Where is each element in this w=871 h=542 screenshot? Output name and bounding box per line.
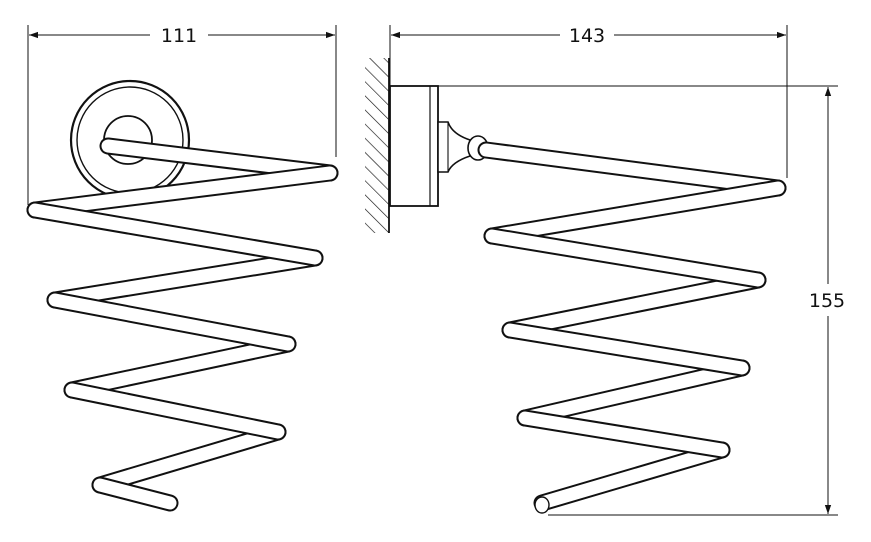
side-height-label: 155 xyxy=(809,290,845,312)
front-width-dimension: 111 xyxy=(27,25,337,205)
flange-body xyxy=(389,85,439,207)
wall-hatching xyxy=(365,58,389,233)
side-depth-dimension: 143 xyxy=(389,25,788,178)
front-coil-front-segments xyxy=(26,201,324,512)
front-arm-fill xyxy=(101,139,337,180)
mounting-flange xyxy=(389,85,439,207)
coil-end-cap xyxy=(534,496,550,514)
side-coil-front-segments xyxy=(483,227,767,459)
side-view: 143 155 xyxy=(365,25,845,516)
wall xyxy=(365,58,390,233)
side-depth-label: 143 xyxy=(569,25,605,47)
neck-profile xyxy=(437,121,471,173)
side-coil-back-segments xyxy=(483,179,787,512)
front-coil-back-segments xyxy=(26,164,339,494)
wall-rosette xyxy=(69,79,191,201)
front-width-label: 111 xyxy=(161,25,197,47)
side-height-dimension: 155 xyxy=(437,85,845,516)
front-view: 111 xyxy=(26,25,339,512)
side-arm-fill xyxy=(479,143,785,195)
